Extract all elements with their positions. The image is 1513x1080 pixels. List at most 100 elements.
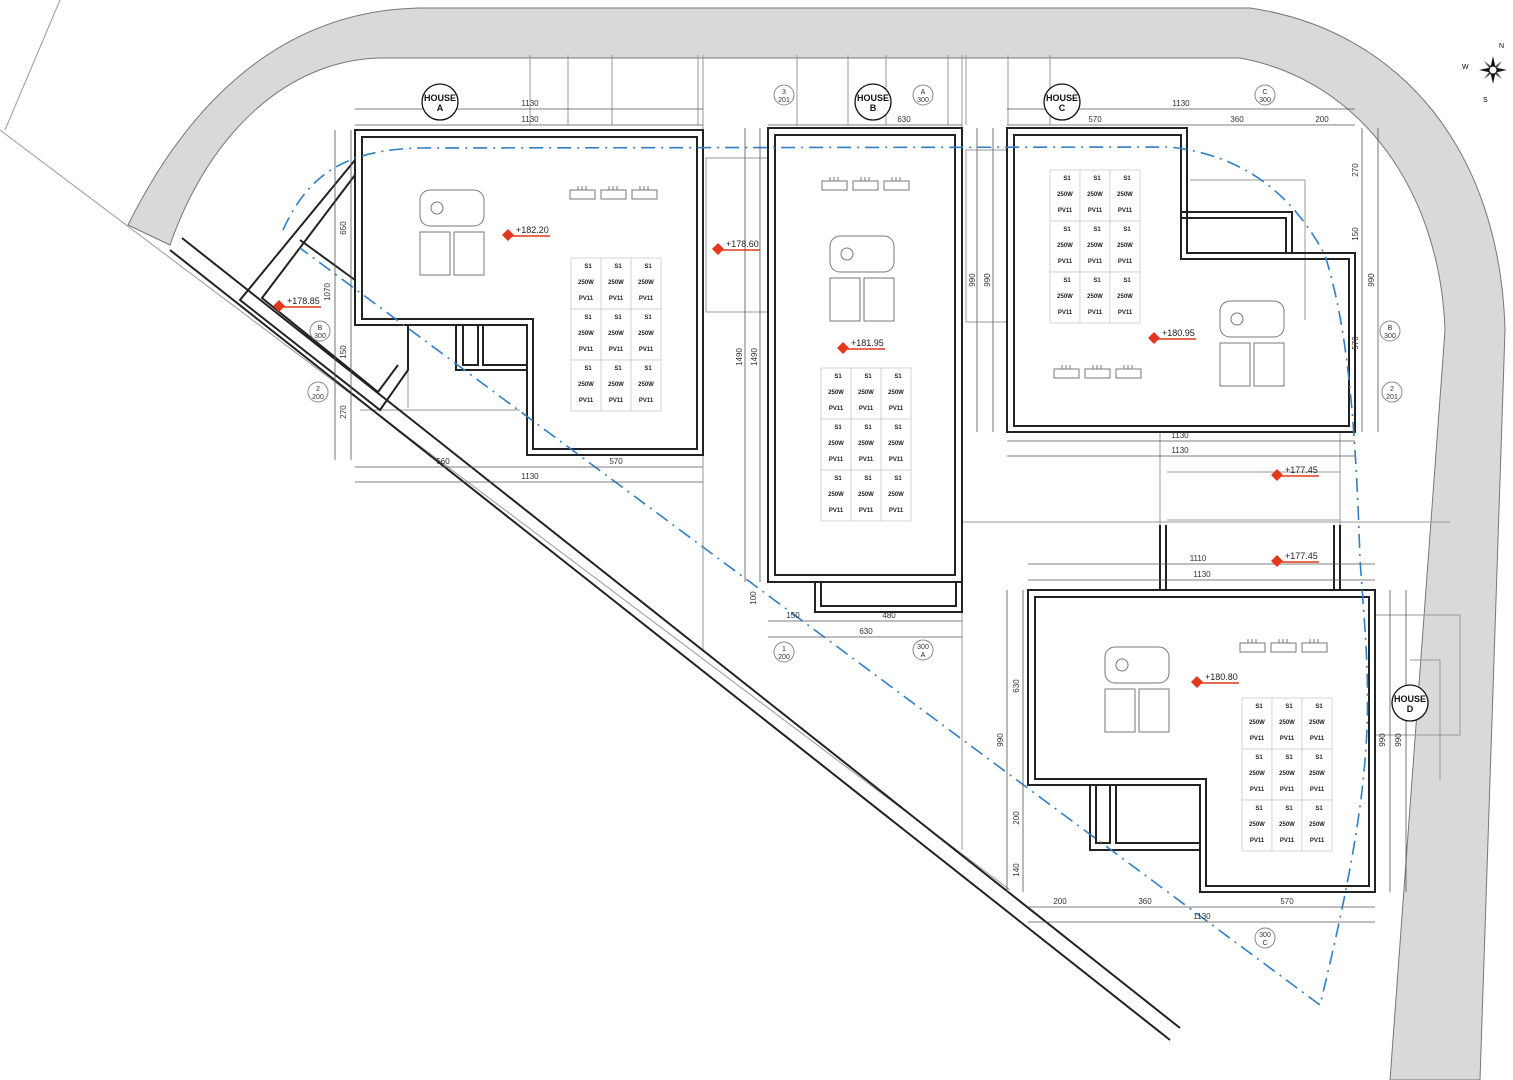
house-label-line1: HOUSE xyxy=(857,93,889,103)
panel-label: S1 xyxy=(614,315,622,321)
boundary-wall xyxy=(169,237,1181,1041)
elevation-marker-icon xyxy=(273,300,285,312)
panel-label: PV11 xyxy=(579,398,594,404)
dimension-label: 1490 xyxy=(735,348,744,366)
panel-label: S1 xyxy=(1123,176,1131,182)
house-label-line2: B xyxy=(870,103,877,113)
panel-label: 250W xyxy=(1279,771,1295,777)
panel-label: S1 xyxy=(1255,755,1263,761)
water-tank-icon xyxy=(829,235,895,273)
elevation-marker: +181.95 xyxy=(837,338,885,354)
dimension-label: 990 xyxy=(968,273,977,287)
panel-label: PV11 xyxy=(639,347,654,353)
panel-label: S1 xyxy=(864,476,872,482)
section-marker-top: 1 xyxy=(782,646,786,653)
elevation-marker: +178.85 xyxy=(273,296,321,312)
section-marker-top: 300 xyxy=(1259,932,1271,939)
dimension-label: 150 xyxy=(1351,227,1360,241)
panel-label: PV11 xyxy=(1280,838,1295,844)
panel-label: 250W xyxy=(1087,192,1103,198)
section-marker-top: A xyxy=(921,89,926,96)
panel-label: S1 xyxy=(644,315,652,321)
dimension-label: 150 xyxy=(786,611,800,620)
equipment-d xyxy=(1104,639,1328,733)
dimension-label: 1130 xyxy=(1193,570,1211,579)
panel-label: S1 xyxy=(584,366,592,372)
panel-label: 250W xyxy=(608,280,624,286)
dimension-label: 480 xyxy=(882,611,896,620)
panel-label: PV11 xyxy=(639,398,654,404)
dimension-label: 200 xyxy=(1315,115,1329,124)
storage-box xyxy=(1253,342,1285,387)
section-marker-top: 2 xyxy=(1390,386,1394,393)
panel-label: PV11 xyxy=(1280,736,1295,742)
section-marker-top: B xyxy=(318,325,323,332)
panel-label: 250W xyxy=(1057,192,1073,198)
ac-unit-icon xyxy=(631,189,658,200)
dimension-label: 1110 xyxy=(1190,554,1207,563)
panel-label: S1 xyxy=(1093,176,1101,182)
panel-label: PV11 xyxy=(889,406,904,412)
panel-label: PV11 xyxy=(859,406,874,412)
dimension-label: 990 xyxy=(983,273,992,287)
compass-s: S xyxy=(1483,97,1488,104)
elevation-label: +178.60 xyxy=(726,239,759,249)
storage-box xyxy=(829,277,861,322)
panel-label: 250W xyxy=(1117,243,1133,249)
panel-label: S1 xyxy=(1093,278,1101,284)
panel-label: S1 xyxy=(644,264,652,270)
dimension-label: 570 xyxy=(1088,115,1102,124)
panel-label: PV11 xyxy=(579,296,594,302)
house-label-line2: C xyxy=(1059,103,1066,113)
elevation-label: +178.85 xyxy=(287,296,320,306)
elevation-marker-icon xyxy=(712,243,724,255)
ac-unit-icon xyxy=(1301,642,1328,653)
elevation-marker-icon xyxy=(1271,469,1283,481)
roof-equipment xyxy=(419,177,1328,733)
panel-label: S1 xyxy=(1255,704,1263,710)
house-b xyxy=(767,127,963,613)
dimension-label: 570 xyxy=(1280,897,1294,906)
panel-label: PV11 xyxy=(1088,208,1103,214)
ac-unit-icon xyxy=(1270,642,1297,653)
panel-label: 250W xyxy=(828,390,844,396)
elevation-marker-icon xyxy=(1271,555,1283,567)
dimension-label: 560 xyxy=(436,457,450,466)
section-marker-bottom: C xyxy=(1262,940,1267,947)
panel-label: PV11 xyxy=(639,296,654,302)
section-marker-bottom: 300 xyxy=(917,97,929,104)
section-marker-bottom: 300 xyxy=(1259,97,1271,104)
panel-label: S1 xyxy=(894,374,902,380)
panel-label: PV11 xyxy=(1088,310,1103,316)
panel-label: PV11 xyxy=(829,406,844,412)
equipment-c xyxy=(1053,300,1285,387)
panel-label: S1 xyxy=(894,476,902,482)
panel-label: 250W xyxy=(1117,192,1133,198)
ac-unit-icon xyxy=(1053,368,1080,379)
water-tank-icon xyxy=(1104,646,1170,684)
dimension-label: 650 xyxy=(339,221,348,235)
house-label-line1: HOUSE xyxy=(1046,93,1078,103)
dimension-label: 990 xyxy=(996,733,1005,747)
panel-label: S1 xyxy=(1285,755,1293,761)
dimension-label: 990 xyxy=(1394,733,1403,747)
dimension-label: 990 xyxy=(1378,733,1387,747)
panel-label: 250W xyxy=(1057,243,1073,249)
panel-label: PV11 xyxy=(1088,259,1103,265)
